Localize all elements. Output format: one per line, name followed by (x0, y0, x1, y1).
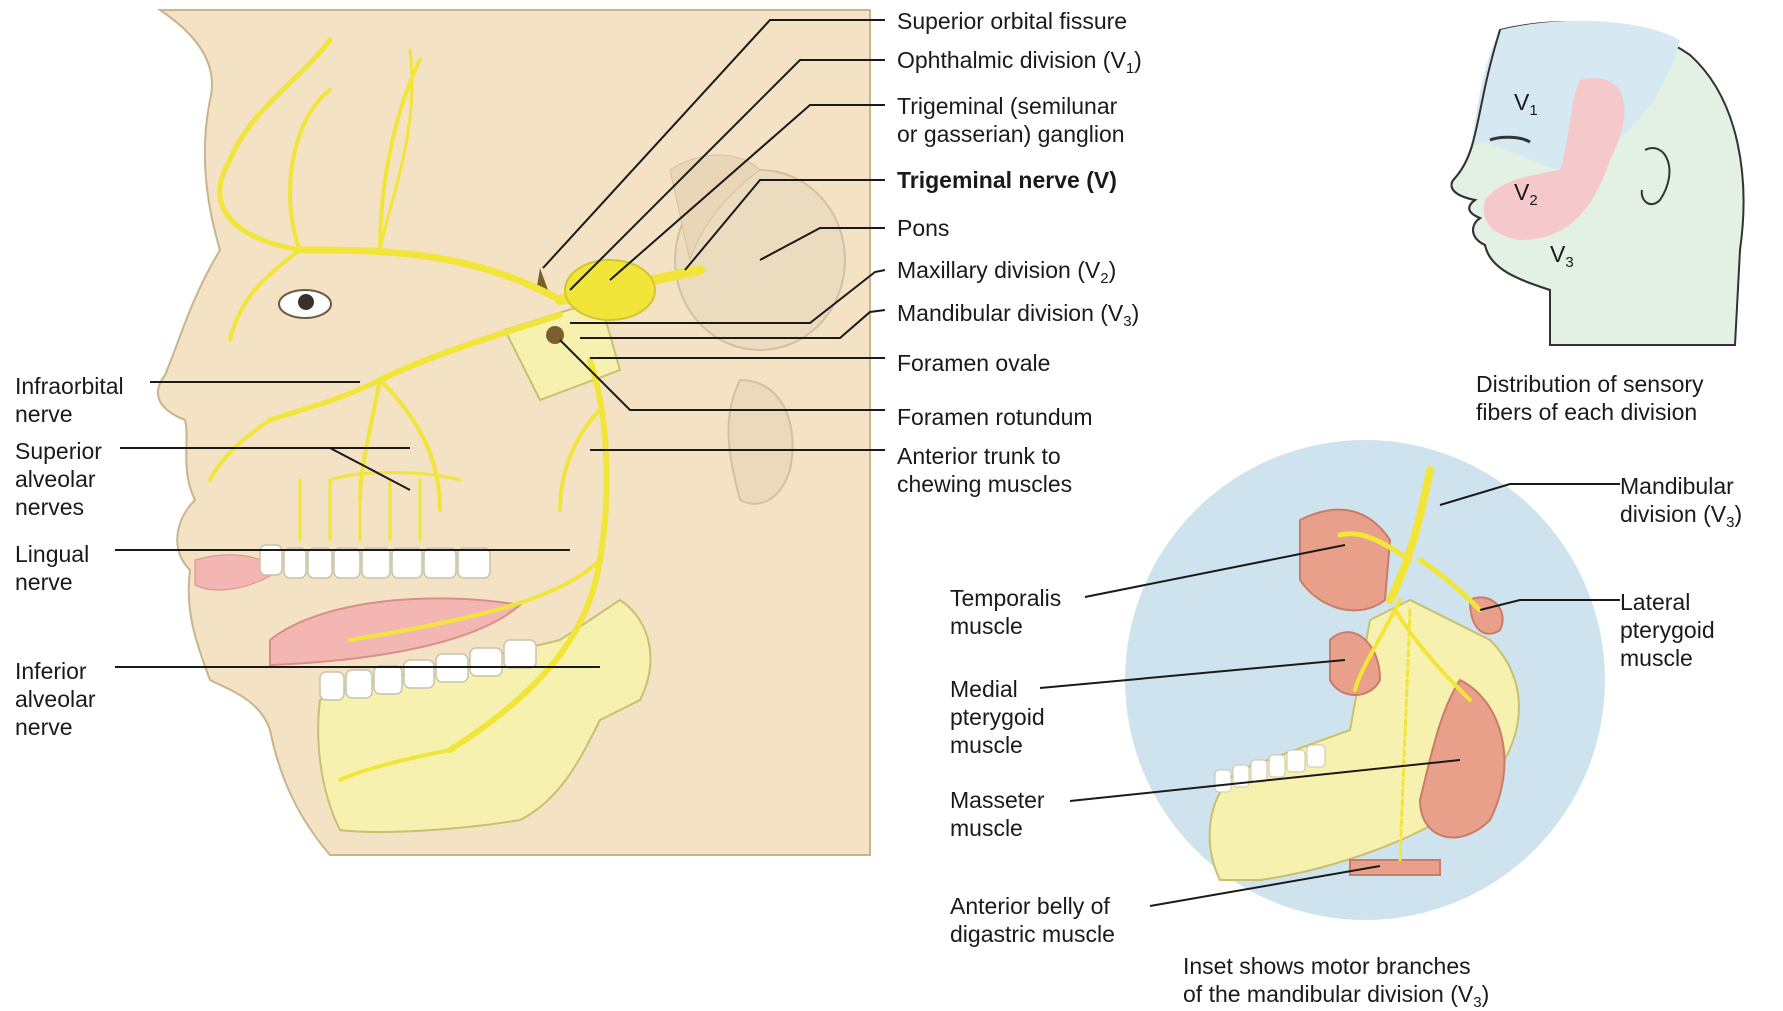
label-v3: V3 (1550, 240, 1574, 268)
label-lateral-pterygoid-muscle: Lateral pterygoid muscle (1620, 588, 1715, 672)
label-medial-pterygoid-muscle: Medial pterygoid muscle (950, 675, 1045, 759)
label-trigeminal-nerve: Trigeminal nerve (V) (897, 166, 1117, 194)
label-pons: Pons (897, 214, 949, 242)
label-masseter-muscle: Masseter muscle (950, 786, 1045, 842)
label-digastric-muscle: Anterior belly of digastric muscle (950, 892, 1115, 948)
label-inferior-alveolar-nerve: Inferior alveolar nerve (15, 657, 96, 741)
label-v1: V1 (1514, 88, 1538, 116)
label-foramen-ovale: Foramen ovale (897, 349, 1050, 377)
label-superior-orbital-fissure: Superior orbital fissure (897, 7, 1127, 35)
distribution-caption: Distribution of sensory fibers of each d… (1476, 370, 1704, 426)
label-foramen-rotundum: Foramen rotundum (897, 403, 1093, 431)
label-v2: V2 (1514, 178, 1538, 206)
label-superior-alveolar-nerves: Superior alveolar nerves (15, 437, 102, 521)
trigeminal-ganglion (565, 260, 655, 320)
distribution-head (1452, 21, 1744, 345)
label-lingual-nerve: Lingual nerve (15, 540, 89, 596)
label-mandibular-division: Mandibular division (V3) (897, 299, 1139, 327)
label-ophthalmic-division: Ophthalmic division (V1) (897, 46, 1142, 74)
label-temporalis-muscle: Temporalis muscle (950, 584, 1061, 640)
label-infraorbital-nerve: Infraorbital nerve (15, 372, 124, 428)
label-maxillary-division: Maxillary division (V2) (897, 256, 1116, 284)
